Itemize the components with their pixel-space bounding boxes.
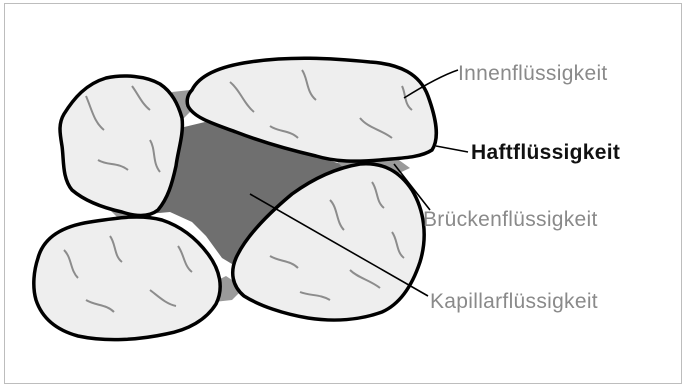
stone-bottom-left: [34, 217, 220, 340]
label-brueckenfluessigkeit: Brückenflüssigkeit: [423, 208, 598, 232]
leader-line-haft: [436, 146, 468, 152]
label-innenfluessigkeit: Innenflüssigkeit: [458, 62, 608, 86]
stone-top-left: [60, 76, 182, 216]
label-kapillarfluessigkeit: Kapillarflüssigkeit: [430, 290, 598, 314]
label-haftfluessigkeit: Haftflüssigkeit: [471, 141, 620, 165]
